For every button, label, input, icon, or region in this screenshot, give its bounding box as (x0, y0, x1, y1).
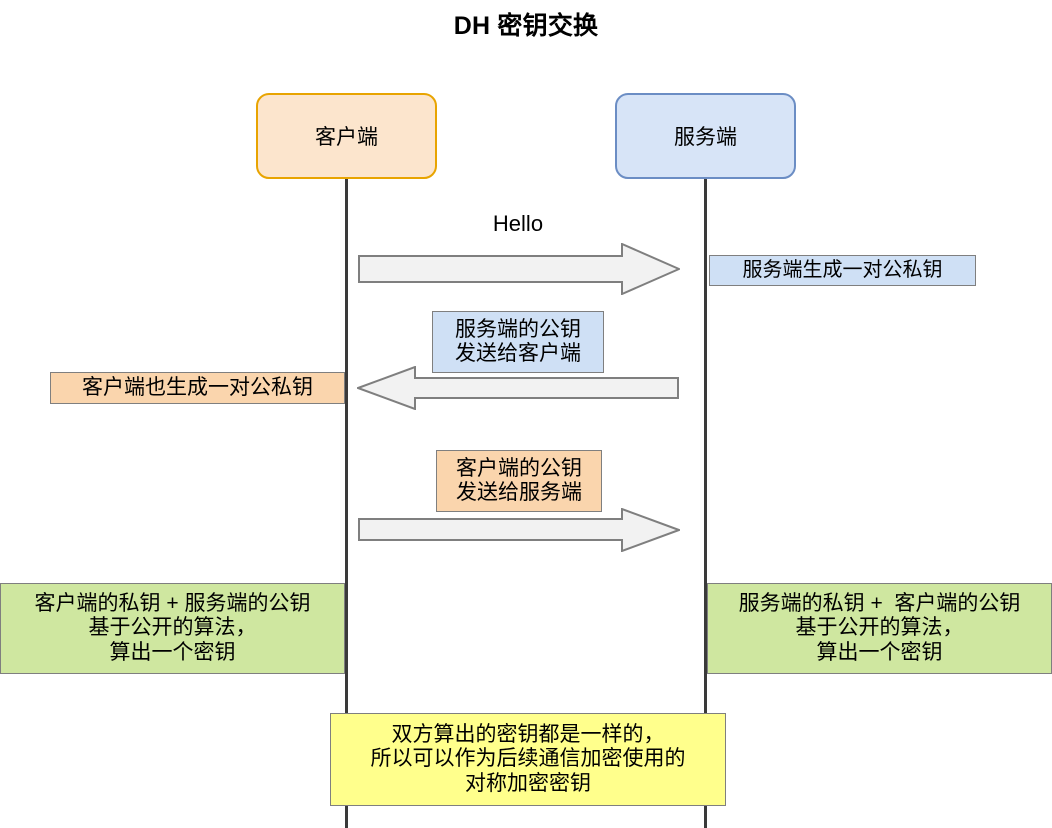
note-client-compute-text: 客户端的私钥 + 服务端的公钥 基于公开的算法， 算出一个密钥 (34, 591, 311, 664)
note-server-keypair-text: 服务端生成一对公私钥 (742, 258, 943, 281)
note-conclusion-text: 双方算出的密钥都是一样的， 所以可以作为后续通信加密使用的 对称加密密钥 (370, 722, 686, 795)
note-client-keypair-text: 客户端也生成一对公私钥 (82, 375, 313, 399)
note-client-compute: 客户端的私钥 + 服务端的公钥 基于公开的算法， 算出一个密钥 (0, 583, 345, 674)
note-server-compute: 服务端的私钥 + 客户端的公钥 基于公开的算法， 算出一个密钥 (707, 583, 1052, 674)
note-server-pubkey-message: 服务端的公钥 发送给客户端 (432, 311, 604, 373)
actor-server[interactable]: 服务端 (615, 93, 796, 179)
actor-client-label: 客户端 (315, 126, 378, 149)
message-label-hello: Hello (492, 211, 544, 236)
note-conclusion: 双方算出的密钥都是一样的， 所以可以作为后续通信加密使用的 对称加密密钥 (330, 713, 726, 806)
message-arrow-server-pubkey (357, 366, 679, 410)
actor-client[interactable]: 客户端 (256, 93, 437, 179)
actor-server-label: 服务端 (674, 126, 737, 149)
note-server-compute-text: 服务端的私钥 + 客户端的公钥 基于公开的算法， 算出一个密钥 (738, 591, 1021, 664)
message-arrow-client-pubkey (358, 508, 680, 552)
message-arrow-hello (358, 243, 680, 295)
note-client-pubkey-message-text: 客户端的公钥 发送给服务端 (456, 456, 582, 504)
lifeline-client (345, 176, 348, 828)
note-server-keypair: 服务端生成一对公私钥 (709, 255, 976, 286)
note-server-pubkey-message-text: 服务端的公钥 发送给客户端 (455, 317, 581, 365)
lifeline-server (704, 176, 707, 828)
note-client-keypair: 客户端也生成一对公私钥 (50, 372, 345, 404)
page-title: DH 密钥交换 (453, 12, 599, 40)
note-client-pubkey-message: 客户端的公钥 发送给服务端 (436, 450, 602, 512)
